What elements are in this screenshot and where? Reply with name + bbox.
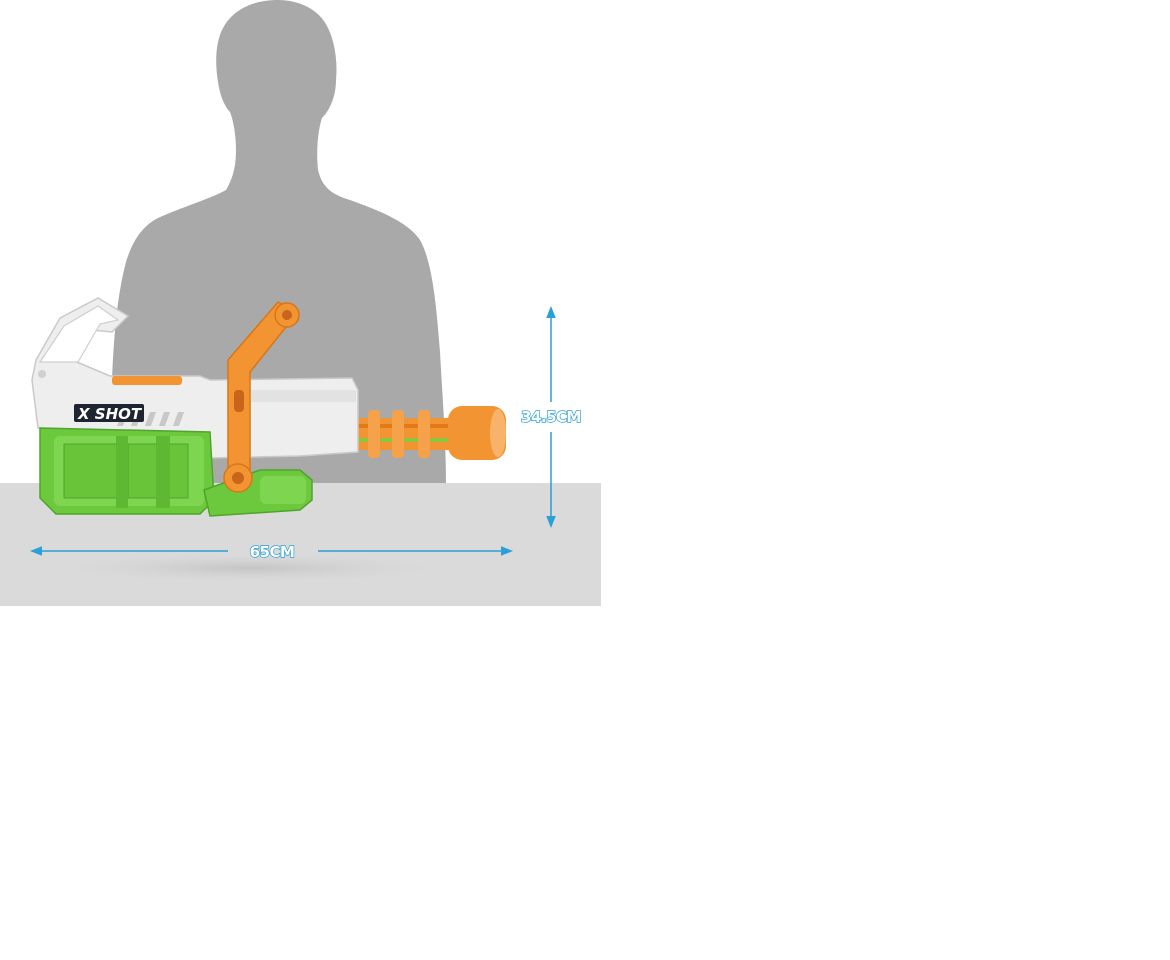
person-silhouette [108,0,446,483]
svg-text:X SHOT: X SHOT [77,405,143,423]
pump-handle [223,301,300,493]
height-label: 34.5CM [521,408,581,426]
x-shot-logo: X SHOT [74,404,144,423]
height-measure: 34.5CM [520,306,582,528]
product-shadow [40,552,460,584]
gatling-barrel [352,406,506,460]
water-tank [39,427,313,517]
width-label: 65CM [250,543,295,561]
width-measure: 65CM [30,542,513,562]
water-blaster: X SHOT [31,297,506,517]
